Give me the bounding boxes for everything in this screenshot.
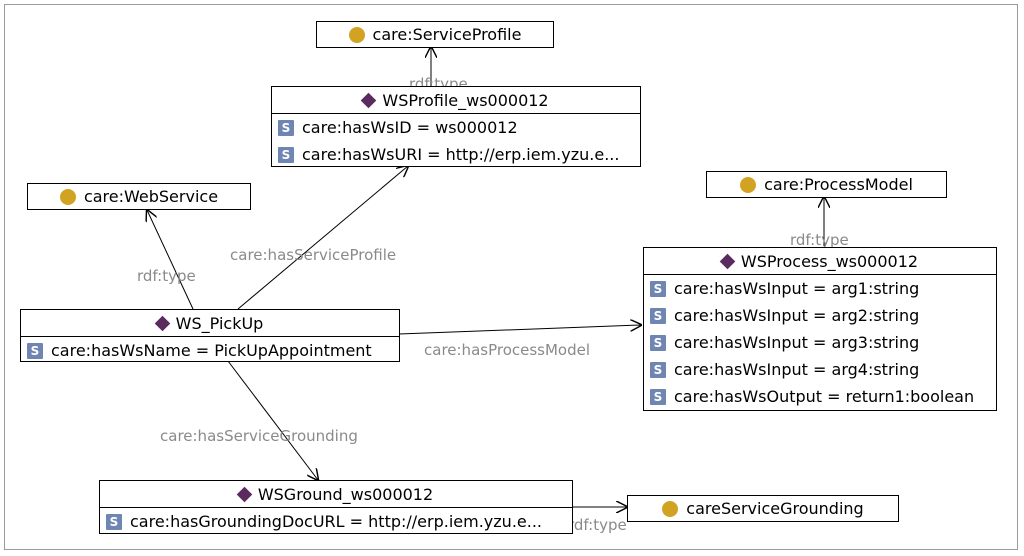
string-property-s-icon: S (650, 334, 666, 351)
individual-node-ws-process[interactable]: WSProcess_ws000012 S care:hasWsInput = a… (643, 247, 997, 411)
class-node-service-grounding[interactable]: careServiceGrounding (627, 495, 899, 522)
edge-has-service-grounding (227, 360, 318, 480)
label-pickup-rdf-type: rdf:type (137, 267, 196, 285)
class-label: care:ServiceProfile (372, 25, 522, 44)
class-node-process-model[interactable]: care:ProcessModel (706, 171, 947, 198)
property-row: S care:hasWsInput = arg2:string (644, 302, 996, 329)
property-row: S care:hasWsInput = arg3:string (644, 329, 996, 356)
string-property-s-icon: S (106, 513, 122, 530)
edge-has-service-profile (237, 166, 408, 310)
graph-frame (4, 4, 1018, 550)
edge-has-process-model (398, 325, 641, 335)
property-row: S care:hasWsURI = http://erp.iem.yzu.e..… (272, 141, 640, 168)
label-ground-rdf-type: rdf:type (568, 516, 627, 534)
property-row: S care:hasWsOutput = return1:boolean (644, 383, 996, 410)
property-text: care:hasWsName = PickUpAppointment (51, 341, 372, 360)
individual-diamond-icon (154, 315, 170, 331)
individual-name: WSProfile_ws000012 (382, 90, 549, 110)
individual-name: WSGround_ws000012 (257, 484, 434, 504)
property-text: care:hasWsInput = arg2:string (674, 306, 920, 325)
individual-node-ws-pickup[interactable]: WS_PickUp S care:hasWsName = PickUpAppoi… (20, 309, 400, 362)
individual-diamond-icon (236, 486, 253, 502)
individual-header: WSProcess_ws000012 (644, 248, 996, 275)
individual-header: WS_PickUp (21, 310, 399, 337)
individual-header: WSGround_ws000012 (100, 481, 572, 508)
label-has-process-model: care:hasProcessModel (424, 341, 590, 359)
individual-node-ws-ground[interactable]: WSGround_ws000012 S care:hasGroundingDoc… (99, 480, 573, 534)
property-text: care:hasWsInput = arg3:string (674, 333, 920, 352)
class-node-web-service[interactable]: care:WebService (27, 183, 251, 210)
string-property-s-icon: S (278, 119, 294, 136)
label-process-rdf-type: rdf:type (790, 231, 849, 249)
string-property-s-icon: S (650, 361, 666, 378)
property-text: care:hasWsOutput = return1:boolean (674, 387, 975, 406)
class-circle-icon (740, 176, 757, 193)
class-label: care:WebService (83, 187, 219, 206)
class-label: care:ProcessModel (764, 175, 913, 194)
class-node-service-profile[interactable]: care:ServiceProfile (316, 21, 554, 48)
string-property-s-icon: S (650, 307, 666, 324)
individual-node-ws-profile[interactable]: WSProfile_ws000012 S care:hasWsID = ws00… (271, 86, 641, 167)
property-text: care:hasWsInput = arg4:string (674, 360, 920, 379)
property-text: care:hasWsInput = arg1:string (674, 279, 920, 298)
property-text: care:hasGroundingDocURL = http://erp.iem… (130, 512, 542, 531)
class-label: careServiceGrounding (686, 499, 864, 518)
property-row: S care:hasWsInput = arg4:string (644, 356, 996, 383)
individual-name: WSProcess_ws000012 (740, 251, 919, 271)
property-text: care:hasWsURI = http://erp.iem.yzu.e... (302, 145, 620, 164)
individual-diamond-icon (361, 92, 377, 108)
label-has-service-profile: care:hasServiceProfile (230, 246, 396, 264)
class-circle-icon (348, 26, 365, 43)
property-row: S care:hasWsID = ws000012 (272, 114, 640, 141)
label-has-service-grounding: care:hasServiceGrounding (160, 427, 358, 445)
string-property-s-icon: S (650, 280, 666, 297)
string-property-s-icon: S (650, 388, 666, 405)
property-row: S care:hasWsInput = arg1:string (644, 275, 996, 302)
property-row: S care:hasGroundingDocURL = http://erp.i… (100, 508, 572, 535)
individual-diamond-icon (719, 253, 736, 269)
edge-pickup-rdf-type (147, 210, 194, 310)
class-circle-icon (59, 188, 76, 205)
string-property-s-icon: S (27, 342, 43, 359)
class-circle-icon (662, 500, 679, 517)
individual-name: WS_PickUp (175, 313, 264, 333)
property-text: care:hasWsID = ws000012 (302, 118, 518, 137)
individual-header: WSProfile_ws000012 (272, 87, 640, 114)
property-row: S care:hasWsName = PickUpAppointment (21, 337, 399, 364)
string-property-s-icon: S (278, 146, 294, 163)
